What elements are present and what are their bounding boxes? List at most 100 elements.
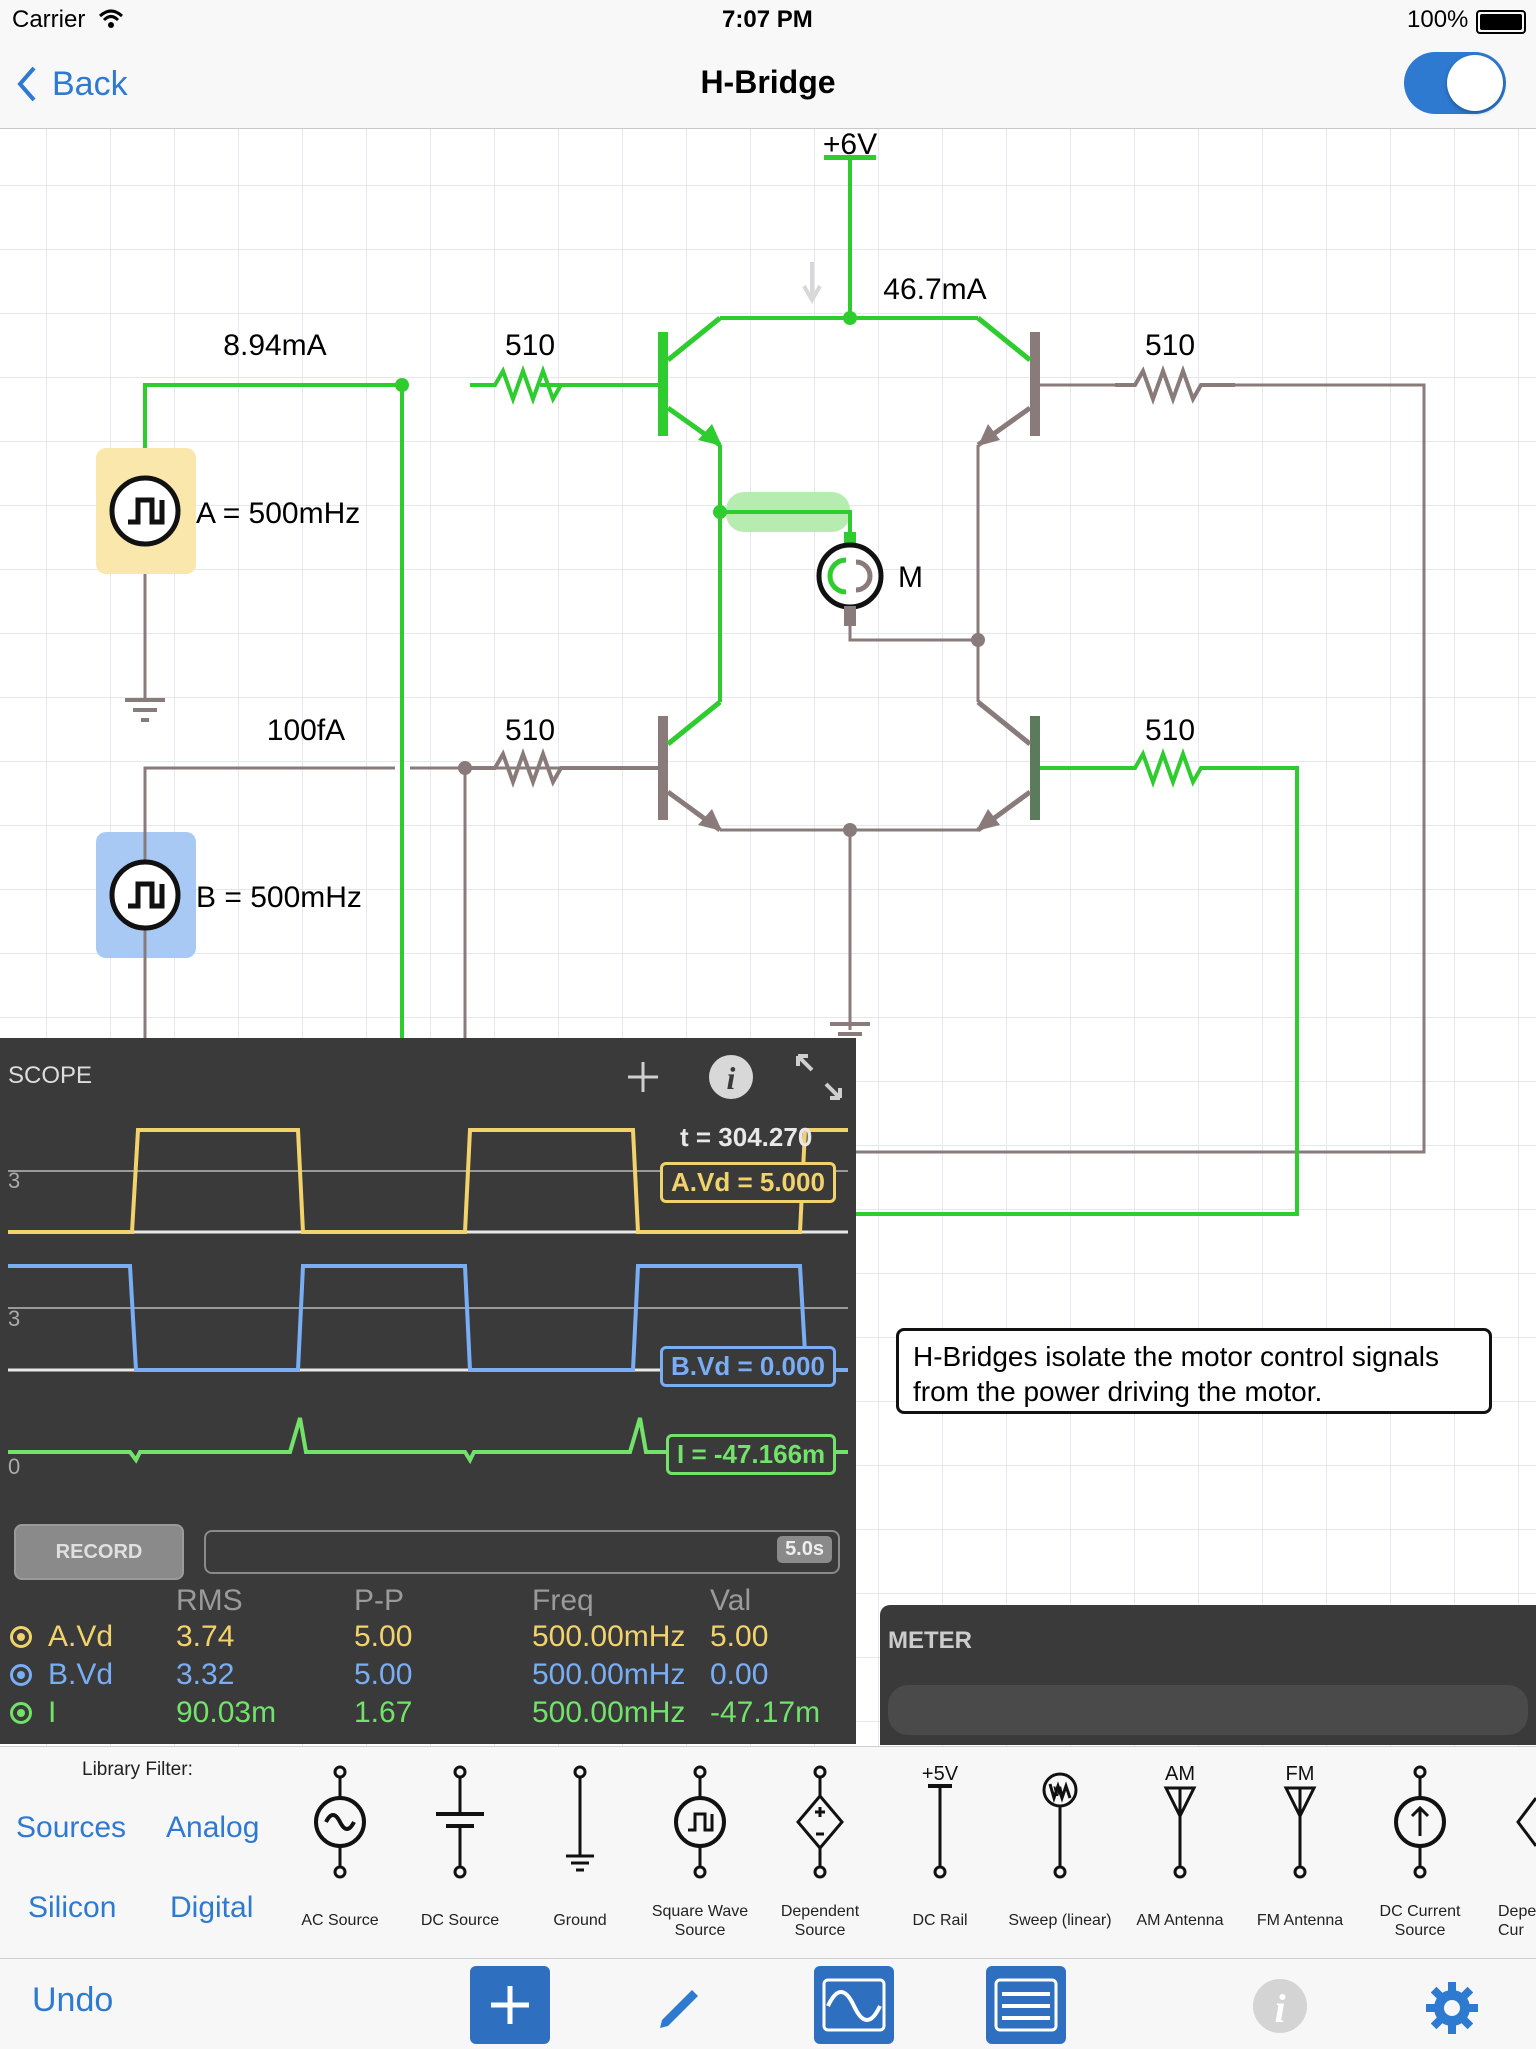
transistor-q3	[658, 700, 722, 833]
library-item-dc-source[interactable]: DC Source	[400, 1760, 520, 1950]
pencil-icon[interactable]	[652, 1976, 706, 2030]
current-top-label: 46.7mA	[883, 273, 986, 306]
square-wave-source-b	[109, 859, 181, 931]
row-a-val: 5.00	[710, 1620, 769, 1653]
am-tag: AM	[1165, 1763, 1195, 1785]
resistor-3-label: 510	[505, 714, 555, 747]
am-antenna-icon	[1163, 1786, 1197, 1879]
sweep-glyph: W	[1053, 1783, 1067, 1799]
library-item-label: DC Source	[420, 1912, 500, 1929]
list-icon	[994, 1978, 1058, 2032]
dependent-source-icon	[796, 1765, 844, 1879]
library-item-ac-source[interactable]: AC Source	[280, 1760, 400, 1950]
status-bar: Carrier 7:07 PM 100%	[0, 0, 1536, 40]
library-filter-label: Library Filter:	[82, 1759, 193, 1780]
library-item-square-wave[interactable]: Square Wave Source	[640, 1760, 760, 1950]
circuit-diagram: +6V 46.7mA 8.94mA 100fA 510 510 510 510 …	[96, 128, 1426, 1216]
expand-icon[interactable]	[794, 1052, 844, 1102]
meter-toggle-button[interactable]	[986, 1966, 1066, 2044]
library-item-dc-rail[interactable]: DC Rail	[880, 1760, 1000, 1950]
library-item-dc-current-source[interactable]: DC Current Source	[1360, 1760, 1480, 1950]
fm-antenna-icon	[1283, 1786, 1317, 1879]
row-b-name: B.Vd	[48, 1658, 114, 1691]
row-i-rms: 90.03m	[176, 1696, 277, 1729]
annotation-note[interactable]: H-Bridges isolate the motor control sign…	[896, 1328, 1492, 1414]
record-timeline[interactable]: 5.0s	[204, 1530, 840, 1574]
resistor-1-label: 510	[505, 329, 555, 362]
carrier-label: Carrier	[12, 6, 86, 33]
add-trace-icon[interactable]	[626, 1060, 660, 1094]
add-component-button[interactable]	[470, 1966, 550, 2044]
scope-title: SCOPE	[8, 1062, 93, 1089]
row-a-name: A.Vd	[48, 1620, 114, 1653]
battery-icon	[1476, 10, 1526, 34]
row-b-rms: 3.32	[176, 1658, 235, 1691]
library-item-dependent-current[interactable]: Depe Cur	[1480, 1760, 1536, 1950]
library-item-dependent-source[interactable]: Dependent Source	[760, 1760, 880, 1950]
col-val: Val	[710, 1584, 752, 1617]
row-a-pp: 5.00	[354, 1620, 413, 1653]
square-wave-source-a	[109, 475, 181, 547]
ground-icons	[125, 698, 870, 1046]
library-icons: +5V AM FM W	[314, 1763, 1536, 1879]
page-title: H-Bridge	[700, 64, 836, 100]
current-source-icon	[1394, 1765, 1446, 1879]
chevron-left-icon	[17, 66, 36, 102]
row-i-radio[interactable]	[10, 1702, 32, 1724]
filter-silicon[interactable]: Silicon	[28, 1891, 117, 1924]
library-item-am-antenna[interactable]: AM Antenna	[1120, 1760, 1240, 1950]
library-item-sweep[interactable]: Sweep (linear)	[1000, 1760, 1120, 1950]
dc-source-icon	[436, 1765, 484, 1879]
record-duration: 5.0s	[777, 1536, 832, 1563]
power-toggle[interactable]	[1404, 52, 1506, 114]
plus-icon	[491, 1986, 529, 2024]
gear-icon[interactable]	[1424, 1980, 1480, 2036]
info-icon[interactable]: i	[1252, 1978, 1308, 2034]
back-button[interactable]: Back	[14, 62, 128, 106]
trace-a	[8, 1128, 848, 1234]
col-freq: Freq	[532, 1584, 594, 1617]
row-b-val: 0.00	[710, 1658, 769, 1691]
scope-panel[interactable]: SCOPE i 3 3 0 t = 304.270 A.Vd = 5.000 B…	[0, 1038, 856, 1744]
meter-display	[888, 1685, 1528, 1735]
component-library: Library Filter: Sources Analog Silicon D…	[0, 1746, 1536, 1959]
svg-text:i: i	[727, 1060, 736, 1096]
ac-source-icon	[314, 1765, 366, 1879]
dc-rail-icon	[928, 1784, 952, 1879]
meter-title: METER	[888, 1627, 972, 1654]
library-item-label: Dependent Source	[780, 1903, 860, 1939]
record-button[interactable]: RECORD	[14, 1524, 184, 1580]
trace-b-value[interactable]: B.Vd = 0.000	[660, 1346, 836, 1387]
trace-i-value[interactable]: I = -47.166m	[666, 1434, 837, 1475]
row-a-radio[interactable]	[10, 1626, 32, 1648]
row-a-freq: 500.00mHz	[532, 1620, 686, 1653]
library-item-ground[interactable]: Ground	[520, 1760, 640, 1950]
undo-button[interactable]: Undo	[32, 1981, 114, 2019]
library-item-label: DC Rail	[912, 1912, 968, 1929]
scope-toggle-button[interactable]	[814, 1966, 894, 2044]
filter-digital[interactable]: Digital	[170, 1891, 254, 1924]
back-label: Back	[52, 64, 128, 103]
current-b-label: 100fA	[267, 714, 345, 747]
library-item-fm-antenna[interactable]: FM Antenna	[1240, 1760, 1360, 1950]
current-arrow-icon	[802, 262, 822, 305]
library-item-label: AC Source	[301, 1912, 379, 1929]
wifi-icon	[98, 9, 124, 28]
transistor-q2	[976, 316, 1040, 448]
trace-b	[8, 1264, 848, 1372]
scope-time: t = 304.270	[680, 1122, 813, 1152]
library-item-label: AM Antenna	[1136, 1912, 1224, 1929]
col-rms: RMS	[176, 1584, 243, 1617]
filter-sources[interactable]: Sources	[16, 1811, 127, 1844]
battery-percent: 100%	[1407, 6, 1469, 33]
row-b-pp: 5.00	[354, 1658, 413, 1691]
info-icon[interactable]: i	[708, 1054, 754, 1100]
trace-a-value[interactable]: A.Vd = 5.000	[660, 1162, 836, 1203]
svg-text:i: i	[1274, 1986, 1285, 2031]
row-b-freq: 500.00mHz	[532, 1658, 686, 1691]
meter-panel[interactable]: METER	[880, 1605, 1536, 1745]
trace-a-tick: 3	[8, 1168, 21, 1193]
resistor-2-label: 510	[1145, 329, 1195, 362]
filter-analog[interactable]: Analog	[166, 1811, 260, 1844]
row-b-radio[interactable]	[10, 1664, 32, 1686]
